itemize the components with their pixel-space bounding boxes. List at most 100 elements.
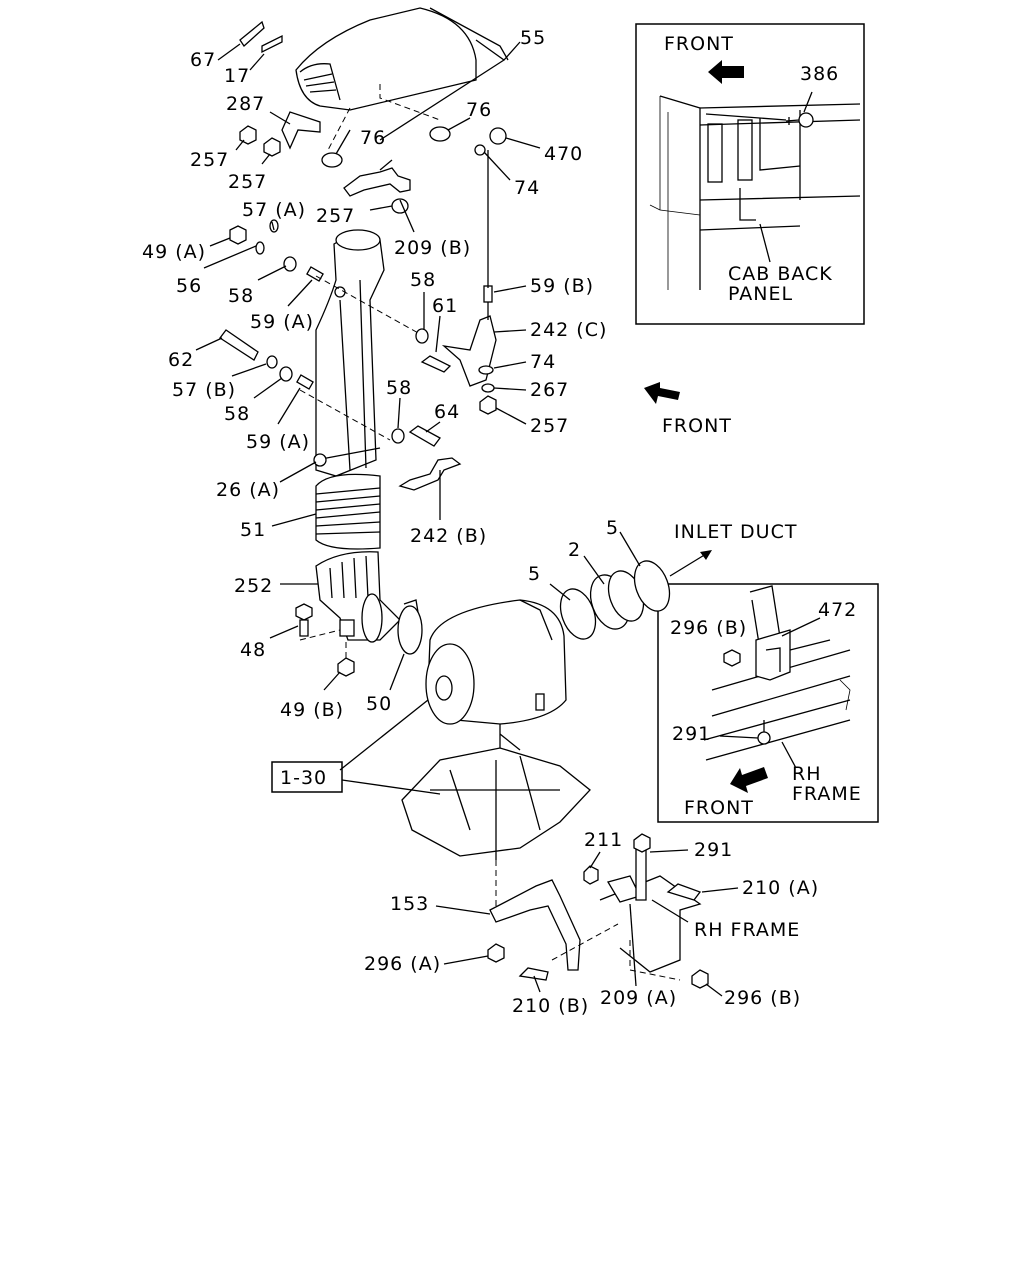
bracket-209b-shape: [343, 167, 411, 197]
clip-56-shape: [255, 241, 265, 255]
washer-57a-shape: [269, 219, 279, 233]
label-58-c: 58: [224, 403, 250, 425]
spacer-58-c: [279, 366, 293, 382]
bushing-59b-shape: [483, 285, 493, 303]
rh-frame-lower: [583, 833, 709, 989]
spacer-58-b: [415, 328, 429, 344]
label-257-c: 257: [316, 205, 355, 227]
spacer-58-a: [283, 256, 297, 272]
leader-dash-210b: [551, 923, 619, 961]
label-59a-2: 59 (A): [246, 431, 310, 453]
label-17: 17: [224, 65, 250, 87]
label-59b: 59 (B): [530, 275, 594, 297]
label-210b: 210 (B): [512, 995, 589, 1017]
bolt-62-shape: [219, 329, 259, 361]
inlet-duct-label: INLET DUCT: [674, 521, 797, 543]
bolt-48-nut-49b: [295, 603, 355, 677]
inset-part-296b-label: 296 (B): [670, 617, 747, 639]
label-62: 62: [168, 349, 194, 371]
label-64: 64: [434, 401, 460, 423]
part-386-label: 386: [800, 63, 839, 85]
label-2: 2: [568, 539, 581, 561]
label-49b: 49 (B): [280, 699, 344, 721]
label-58-a: 58: [228, 285, 254, 307]
grommet-76-a: [321, 152, 343, 168]
washer-57b-shape: [266, 355, 278, 369]
label-267: 267: [530, 379, 569, 401]
inset-frame-box: [657, 583, 879, 823]
inset-rh-label: RH: [792, 763, 822, 785]
rh-frame-label: RH FRAME: [694, 919, 800, 941]
washer-74-a: [474, 144, 486, 156]
part-67-shape: [239, 20, 265, 47]
label-76-a: 76: [360, 127, 386, 149]
elbow-252: [299, 551, 401, 643]
label-211: 211: [584, 829, 623, 851]
label-56: 56: [176, 275, 202, 297]
label-26a: 26 (A): [216, 479, 280, 501]
label-257-a: 257: [190, 149, 229, 171]
top-small-parts: [239, 20, 507, 214]
nut-257-b: [263, 137, 281, 157]
inset-part-291-label: 291: [672, 723, 711, 745]
washer-74-b: [478, 365, 494, 375]
clamp-50-shape: [397, 605, 423, 655]
label-58-d: 58: [386, 377, 412, 399]
label-210a: 210 (A): [742, 877, 819, 899]
snorkel-cap-55: [295, 7, 521, 151]
air-cleaner-canister: [425, 599, 567, 760]
inset-cab-front-label: FRONT: [664, 33, 734, 55]
label-59a-1: 59 (A): [250, 311, 314, 333]
label-257-d: 257: [530, 415, 569, 437]
inlet-pipe-and-clamps: [559, 550, 712, 640]
label-242b: 242 (B): [410, 525, 487, 547]
label-48: 48: [240, 639, 266, 661]
label-74-b: 74: [530, 351, 556, 373]
bracket-472-drawing: [703, 585, 851, 769]
label-287: 287: [226, 93, 265, 115]
label-257-b: 257: [228, 171, 267, 193]
label-57a: 57 (A): [242, 199, 306, 221]
front-arrow-icon: [708, 60, 744, 84]
assembly-1-30-box: [271, 761, 343, 793]
grommet-76-b: [429, 126, 451, 142]
nut-49a-shape: [229, 225, 247, 245]
inset-front-arrow-icon: [730, 767, 768, 793]
nut-257-d: [479, 395, 497, 415]
part-17-shape: [261, 34, 283, 54]
hose-51: [315, 473, 381, 550]
inset-rh-frame: 296 (B) 472 291 RH FRAME FRONT: [657, 583, 879, 823]
bracket-153: [489, 879, 581, 971]
label-252: 252: [234, 575, 273, 597]
label-296a: 296 (A): [364, 953, 441, 975]
label-1-30: 1-30: [280, 767, 327, 789]
part-labels: 67 17 55 287 76 76 257 470 257 74 57 (A)…: [142, 27, 819, 1017]
label-51: 51: [240, 519, 266, 541]
label-291: 291: [694, 839, 733, 861]
label-470: 470: [544, 143, 583, 165]
bushing-59a-b: [296, 374, 314, 390]
bracket-242c-shape: [441, 315, 497, 387]
bolt-64-shape: [408, 425, 441, 447]
bolt-210b-shape: [518, 967, 549, 981]
inset-frame-label: FRAME: [792, 783, 862, 805]
label-58-b: 58: [410, 269, 436, 291]
label-55: 55: [520, 27, 546, 49]
label-5-b: 5: [606, 517, 619, 539]
washer-267-shape: [481, 383, 495, 393]
label-153: 153: [390, 893, 429, 915]
front-label-mid: FRONT: [662, 415, 732, 437]
bolt-61-shape: [420, 355, 452, 373]
front-arrow-mid-icon: [644, 382, 680, 404]
panel-label: PANEL: [728, 283, 793, 305]
floor-plate: [401, 733, 591, 860]
mid-hardware: [391, 150, 497, 491]
label-209a: 209 (A): [600, 987, 677, 1009]
bracket-242b-shape: [398, 457, 462, 491]
inset-cab-frame: [635, 23, 865, 325]
inset-front-label: FRONT: [684, 797, 754, 819]
label-296b: 296 (B): [724, 987, 801, 1009]
label-61: 61: [432, 295, 458, 317]
